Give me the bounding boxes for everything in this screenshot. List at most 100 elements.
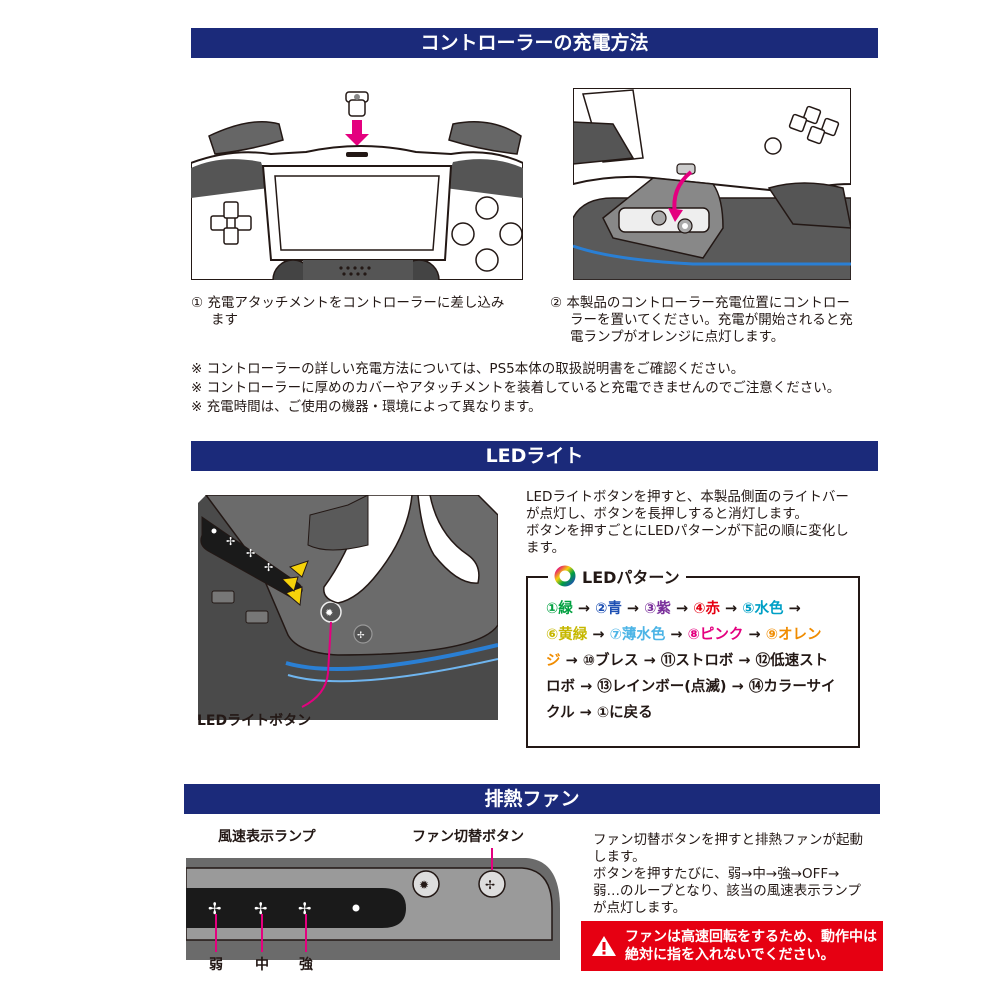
warning-line: ファンは高速回転をするため、動作中は [625, 929, 877, 945]
led-desc-line: ます。 [526, 540, 566, 556]
arrow: → [731, 679, 744, 695]
led-section-title: LEDライト [485, 445, 584, 467]
arrow: → [675, 601, 689, 617]
pattern-light-blue: ⑦薄水色 [609, 627, 666, 643]
arrow: → [738, 653, 751, 669]
fan-desc-line: 弱…のループとなり、該当の風速表示ランプ [593, 883, 861, 899]
pattern-strobe: ⑪ストロボ [660, 653, 734, 669]
arrow: → [788, 601, 801, 617]
speed-label-mid: 中 [255, 957, 269, 973]
led-pattern-row: ジ → ⑩ブレス → ⑪ストロボ → ⑫低速スト [546, 648, 828, 674]
arrow: → [670, 627, 683, 643]
svg-text:✹: ✹ [419, 878, 429, 892]
charging-step-2: ② 本製品のコントローラー充電位置にコントロー ラーを置いてください。充電が開始… [550, 295, 890, 346]
controller-on-stand-illustration [573, 88, 851, 280]
fan-desc-line: が点灯します。 [593, 900, 687, 916]
color-ring-icon [554, 565, 576, 587]
arrow: → [580, 679, 593, 695]
pattern-slow-strobe: ⑫低速スト [755, 653, 829, 669]
arrow: → [565, 653, 578, 669]
charging-section-banner: コントローラーの充電方法 [191, 28, 878, 58]
dpad-icon [788, 105, 840, 145]
pattern-cyan: ⑤水色 [742, 601, 784, 617]
fan-desc-line: します。 [593, 849, 646, 865]
fan-speed-lamps: ✢ ✢ ✢ [208, 899, 311, 918]
charging-step-1: ① 充電アタッチメントをコントローラーに差し込み ます [191, 295, 531, 329]
led-pattern-row: ロボ → ⑬レインボー(点滅) → ⑭カラーサイ [546, 674, 836, 700]
svg-text:✢: ✢ [226, 535, 235, 548]
step2-line: ② 本製品のコントローラー充電位置にコントロー [550, 295, 850, 311]
pattern-green: ①緑 [546, 601, 573, 617]
pattern-rainbow: ⑬レインボー(点滅) [597, 679, 727, 695]
svg-text:✢: ✢ [254, 899, 267, 918]
fan-lamp-label: 風速表示ランプ [218, 829, 316, 845]
led-section-banner: LEDライト [191, 441, 878, 471]
pattern-red: ④赤 [693, 601, 720, 617]
fan-desc-line: ファン切替ボタンを押すと排熱ファンが起動 [593, 832, 863, 848]
arrow: → [626, 601, 640, 617]
warning-triangle-icon [592, 936, 616, 956]
svg-text:✹: ✹ [325, 608, 333, 619]
svg-text:✢: ✢ [357, 631, 365, 641]
fan-description: ファン切替ボタンを押すと排熱ファンが起動 します。 ボタンを押すたびに、弱→中→… [593, 832, 893, 917]
arrow: → [577, 601, 590, 617]
pattern-color-cycle: ⑭カラーサイ [748, 679, 836, 695]
warning-line: 絶対に指を入れないでください。 [625, 947, 835, 963]
led-button-illustration: ✢ ✢ ✢ ✹ ✢ [198, 495, 498, 720]
note-line: ※ 充電時間は、ご使用の機器・環境によって異なります。 [191, 399, 542, 415]
fan-panel-illustration: ✢ ✢ ✢ ✹ ✢ [186, 848, 560, 960]
pattern-breath: ⑩ブレス [582, 653, 639, 669]
speed-label-low: 弱 [209, 957, 223, 973]
led-desc-line: ボタンを押すごとにLEDパターンが下記の順に変化し [526, 523, 849, 539]
led-pattern-title: LEDパターン [582, 568, 680, 587]
pattern-color-cycle-cont: クル [546, 705, 575, 721]
pattern-return: ①に戻る [596, 705, 653, 721]
speed-label-high: 強 [299, 957, 313, 973]
press-flash-icon [280, 560, 309, 606]
fan-warning-box: ファンは高速回転をするため、動作中は 絶対に指を入れないでください。 [581, 921, 883, 971]
pattern-purple: ③紫 [644, 601, 671, 617]
svg-text:✢: ✢ [298, 899, 311, 918]
fan-section-title: 排熱ファン [484, 788, 580, 810]
step1-line: ます [211, 312, 238, 328]
led-button-label: LEDライトボタン [197, 713, 312, 729]
step2-line: 電ランプがオレンジに点灯します。 [570, 329, 785, 345]
step2-line: ラーを置いてください。充電が開始されると充 [570, 312, 853, 328]
charging-attachment-icon [345, 91, 369, 117]
pattern-yellow-green: ⑥黄緑 [546, 627, 588, 643]
led-pattern-box [526, 576, 860, 748]
svg-text:✢: ✢ [264, 561, 273, 574]
pattern-orange: ⑨オレン [765, 627, 822, 643]
controller-attachment-illustration [191, 91, 523, 280]
note-line: ※ コントローラーの詳しい充電方法については、PS5本体の取扱説明書をご確認くだ… [191, 361, 745, 377]
arrow: → [592, 627, 605, 643]
dpad-icon [210, 201, 252, 245]
led-pattern-row: ①緑 → ②青 → ③紫 → ④赤 → ⑤水色 → [546, 596, 801, 622]
charging-section-title: コントローラーの充電方法 [420, 32, 649, 54]
led-desc-line: が点灯し、ボタンを長押しすると消灯します。 [526, 506, 808, 522]
fan-desc-line: ボタンを押すたびに、弱→中→強→OFF→ [593, 866, 840, 882]
face-buttons-icon [451, 196, 523, 272]
arrow: → [579, 705, 592, 721]
fan-button-label: ファン切替ボタン [412, 829, 524, 845]
insert-arrow-icon [345, 120, 369, 146]
led-pattern-row: クル → ①に戻る [546, 700, 653, 726]
led-pattern-heading: LEDパターン [548, 564, 686, 588]
pattern-blue: ②青 [595, 601, 622, 617]
led-desc-line: LEDライトボタンを押すと、本製品側面のライトバー [526, 489, 849, 505]
svg-text:✢: ✢ [246, 547, 255, 560]
led-pattern-row: ⑥黄緑 → ⑦薄水色 → ⑧ピンク → ⑨オレン [546, 622, 821, 648]
svg-text:✢: ✢ [208, 899, 221, 918]
fan-section-banner: 排熱ファン [184, 784, 880, 814]
pattern-orange-cont: ジ [546, 653, 561, 669]
step1-line: ① 充電アタッチメントをコントローラーに差し込み [191, 295, 505, 311]
place-arrow-icon [668, 170, 693, 222]
pattern-slow-strobe-cont: ロボ [546, 679, 575, 695]
note-line: ※ コントローラーに厚めのカバーやアタッチメントを装着していると充電できませんの… [191, 380, 841, 396]
pattern-pink: ⑧ピンク [687, 627, 744, 643]
arrow: → [725, 601, 738, 617]
arrow: → [643, 653, 656, 669]
led-description: LEDライトボタンを押すと、本製品側面のライトバー が点灯し、ボタンを長押しする… [526, 489, 886, 557]
arrow: → [748, 627, 761, 643]
svg-text:✢: ✢ [485, 878, 495, 892]
